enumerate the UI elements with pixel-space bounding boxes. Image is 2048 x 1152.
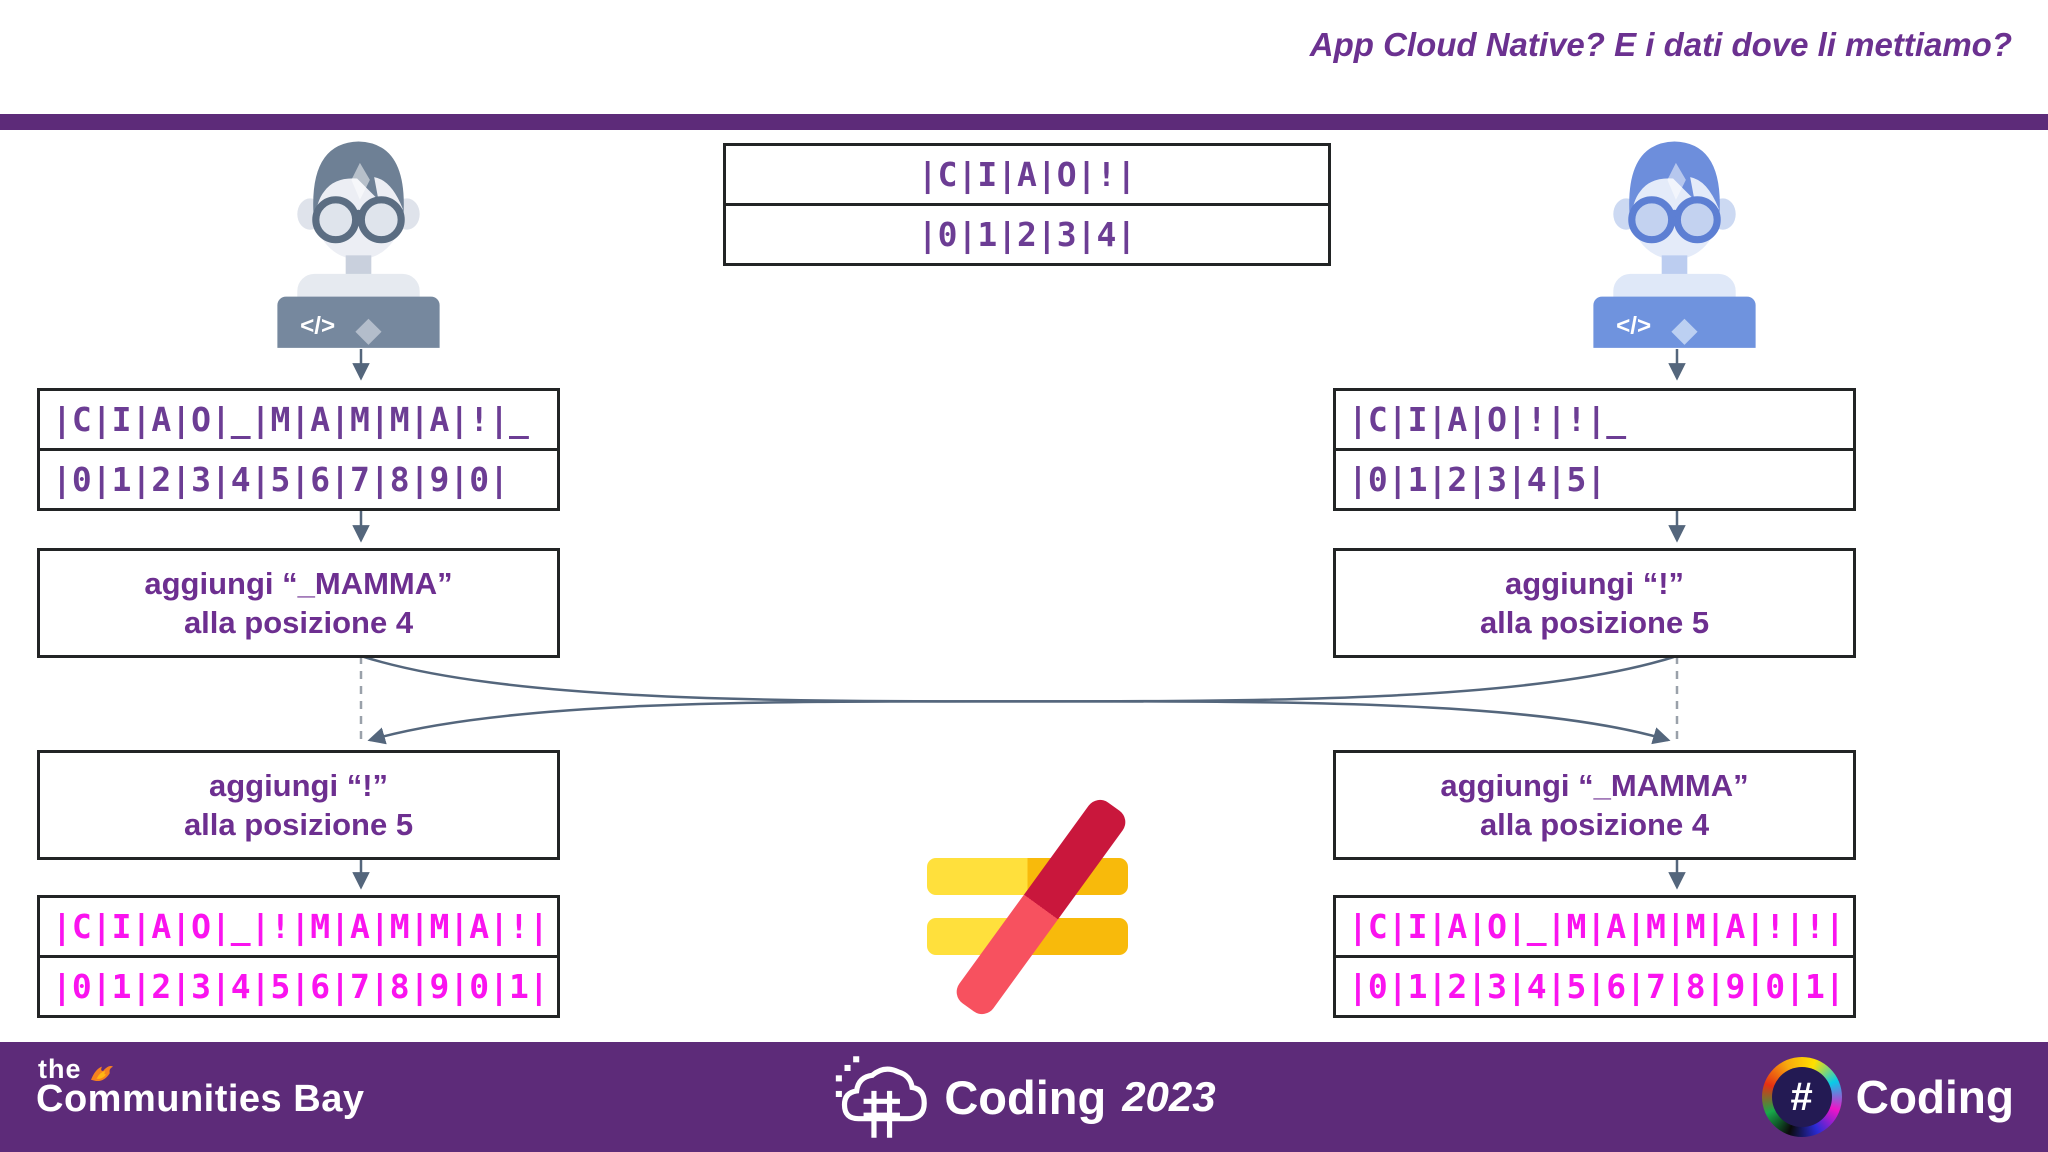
- operation-line-2: alla posizione 4: [183, 605, 414, 640]
- coding-label: Coding: [1855, 1071, 2014, 1123]
- operation-line-1: aggiungi “!”: [1504, 566, 1685, 601]
- operation-line-2: alla posizione 5: [1479, 605, 1710, 640]
- right-local-string-box: |C|I|A|O|!|!|_ |0|1|2|3|4|5|: [1333, 388, 1856, 511]
- string-cells: |C|I|A|O|!|: [917, 155, 1137, 194]
- left-operation-1-box: aggiungi “_MAMMA” alla posizione 4: [37, 548, 560, 658]
- shared-initial-string-box: |C|I|A|O|!| |0|1|2|3|4|: [723, 143, 1331, 266]
- operation-line-1: aggiungi “_MAMMA”: [1440, 768, 1749, 803]
- coding-2023-logo: Coding 2023: [832, 1049, 1216, 1145]
- index-cells: |0|1|2|3|4|5|6|7|8|9|0|1|: [40, 955, 557, 1015]
- hash-swirl-icon: #: [1761, 1057, 1842, 1137]
- code-icon: </>: [1616, 313, 1651, 340]
- operation-line-2: alla posizione 5: [183, 807, 414, 842]
- logo-name-label: Communities Bay: [36, 1078, 365, 1120]
- year-label: 2023: [1122, 1073, 1216, 1120]
- communities-bay-logo: the Communities Bay: [36, 1052, 364, 1121]
- cloud-hash-icon: [835, 1056, 927, 1138]
- operation-line-1: aggiungi “_MAMMA”: [144, 566, 453, 601]
- logo-the-label: the: [38, 1054, 82, 1084]
- left-local-string-box: |C|I|A|O|_|M|A|M|M|A|!|_ |0|1|2|3|4|5|6|…: [37, 388, 560, 511]
- footer-bar: the Communities Bay Coding 2023 # Coding: [0, 1042, 2048, 1152]
- hash-glyph: #: [1790, 1074, 1813, 1119]
- string-cells: |C|I|A|O|!|!|_: [1348, 400, 1627, 439]
- operation-line-2: alla posizione 4: [1479, 807, 1710, 842]
- left-result-string-box: |C|I|A|O|_|!|M|A|M|M|A|!| |0|1|2|3|4|5|6…: [37, 895, 560, 1018]
- index-cells: |0|1|2|3|4|: [726, 203, 1328, 263]
- code-icon: </>: [300, 313, 335, 340]
- not-equal-icon: [927, 794, 1132, 1020]
- right-result-string-box: |C|I|A|O|_|M|A|M|M|A|!|!| |0|1|2|3|4|5|6…: [1333, 895, 1856, 1018]
- header-divider: [0, 114, 2048, 130]
- coding-label: Coding: [944, 1070, 1107, 1124]
- operation-line-1: aggiungi “!”: [208, 768, 389, 803]
- right-operation-1-box: aggiungi “!” alla posizione 5: [1333, 548, 1856, 658]
- developer-avatar-left-icon: </>: [277, 141, 440, 348]
- right-operation-2-box: aggiungi “_MAMMA” alla posizione 4: [1333, 750, 1856, 860]
- coding-community-logo: # Coding: [1761, 1057, 2014, 1137]
- string-cells: |C|I|A|O|_|M|A|M|M|A|!|_: [52, 400, 529, 439]
- flame-icon: [90, 1066, 113, 1082]
- developer-avatar-right-icon: </>: [1593, 141, 1756, 348]
- index-cells: |0|1|2|3|4|5|: [1336, 448, 1853, 508]
- slash-bar: [951, 794, 1131, 1020]
- string-cells: |C|I|A|O|_|M|A|M|M|A|!|!|: [1348, 907, 1845, 946]
- left-operation-2-box: aggiungi “!” alla posizione 5: [37, 750, 560, 860]
- page-title: App Cloud Native? E i dati dove li metti…: [1309, 26, 2012, 63]
- index-cells: |0|1|2|3|4|5|6|7|8|9|0|: [40, 448, 557, 508]
- string-cells: |C|I|A|O|_|!|M|A|M|M|A|!|: [52, 907, 549, 946]
- index-cells: |0|1|2|3|4|5|6|7|8|9|0|1|: [1336, 955, 1853, 1015]
